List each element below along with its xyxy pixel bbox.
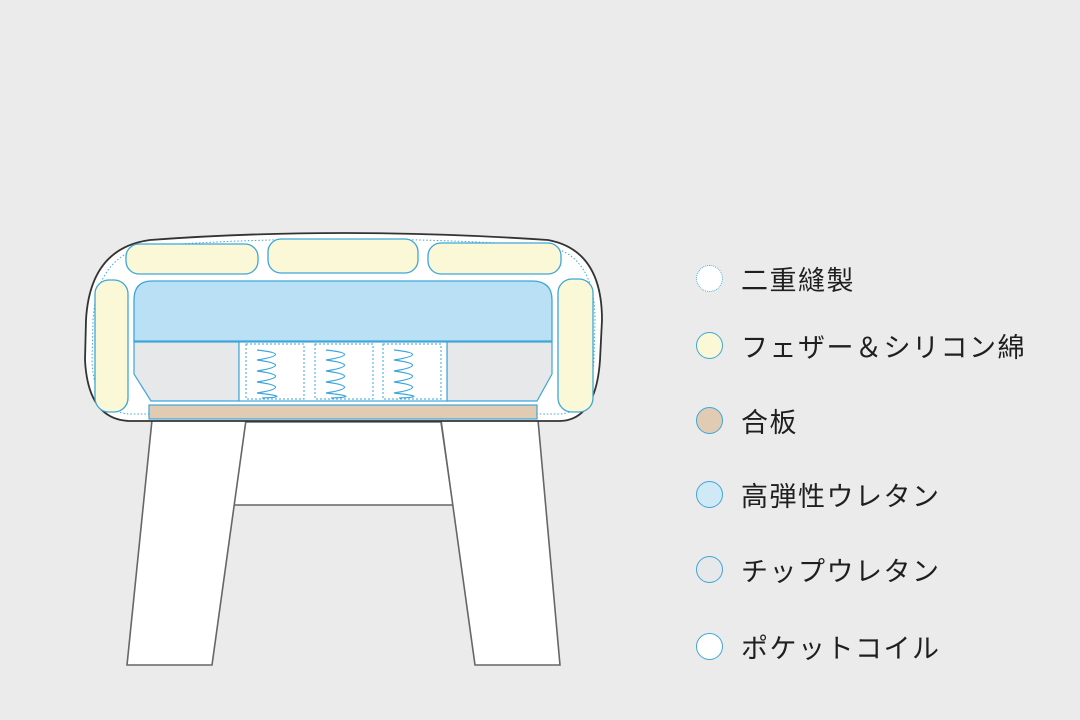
legend-item-chip-urethane: チップウレタン: [696, 549, 941, 589]
chip-urethane-blocks: [133, 341, 553, 402]
feather-pad-top-right: [427, 242, 562, 275]
pocket-coil-circle-icon: [696, 632, 723, 660]
left-leg: [126, 419, 247, 666]
high-resilience-urethane-layer: [133, 280, 553, 342]
feather-pad-left-side: [94, 279, 129, 413]
legend-label: チップウレタン: [741, 556, 941, 588]
legend-label: 高弾性ウレタン: [741, 481, 941, 513]
pocket-coil-frame: [238, 341, 448, 402]
high-resilience-urethane-circle-icon: [696, 480, 723, 508]
legs: [126, 419, 561, 666]
legend-label: 合板: [741, 407, 798, 439]
feather-pad-top-left: [125, 243, 259, 275]
dotted-circle-icon: [696, 264, 723, 292]
pocket-coils: [238, 341, 448, 402]
chip-urethane-left: [133, 341, 240, 402]
feather-pad-right-side: [557, 278, 594, 413]
feather-pads: [94, 238, 594, 413]
chip-urethane-right: [446, 341, 553, 402]
legend-item-plywood: 合板: [696, 400, 798, 440]
feather-silicone-circle-icon: [696, 331, 723, 359]
feather-pad-top-center: [267, 238, 419, 274]
plywood-circle-icon: [696, 406, 723, 434]
chip-urethane-circle-icon: [696, 555, 723, 583]
legend-label: ポケットコイル: [741, 633, 941, 665]
ottoman-illustration: [84, 232, 603, 666]
legend-item-double-stitching: 二重縫製: [696, 258, 855, 298]
legend-item-high-resilience-urethane: 高弾性ウレタン: [696, 474, 941, 514]
coil-spring-1: [256, 349, 278, 399]
coil-spring-2: [325, 349, 347, 399]
plywood-base: [148, 404, 538, 420]
legend-label: フェザー＆シリコン綿: [741, 332, 1026, 364]
legend-item-feather-silicone: フェザー＆シリコン綿: [696, 325, 1026, 365]
legend-item-pocket-coil: ポケットコイル: [696, 626, 941, 666]
right-leg: [440, 419, 561, 666]
back-stretcher: [233, 421, 454, 506]
coil-spring-3: [393, 349, 415, 399]
legend-label: 二重縫製: [741, 265, 855, 297]
